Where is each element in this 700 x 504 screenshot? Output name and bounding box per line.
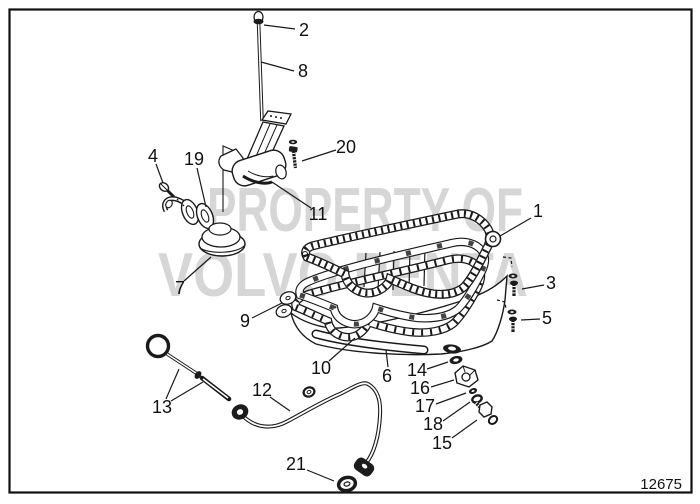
tube-bracket-hole bbox=[302, 386, 316, 398]
oil-pan-gasket bbox=[301, 209, 502, 299]
callout-12: 12 bbox=[252, 380, 272, 400]
leader-12 bbox=[269, 396, 291, 412]
leader-17 bbox=[435, 392, 467, 405]
gasket-left-hole bbox=[301, 250, 309, 258]
bolt-20 bbox=[288, 139, 298, 169]
screw-dash-connectors bbox=[496, 256, 513, 310]
callout-19: 19 bbox=[184, 149, 204, 169]
dipstick bbox=[145, 333, 232, 402]
gasket-end-curl bbox=[484, 230, 502, 248]
drain-plug-parts bbox=[449, 355, 499, 425]
callout-11: 11 bbox=[309, 204, 328, 224]
callout-9: 9 bbox=[240, 311, 250, 331]
callout-7: 7 bbox=[175, 278, 185, 298]
seal-ring-21 bbox=[336, 475, 358, 493]
leader-13 bbox=[165, 368, 180, 400]
leader-18 bbox=[442, 401, 471, 422]
lower-gasket-hatch bbox=[292, 255, 484, 341]
callout-20: 20 bbox=[336, 137, 356, 157]
rail-ear bbox=[279, 291, 297, 305]
callout-8: 8 bbox=[298, 61, 308, 81]
strainer bbox=[198, 222, 246, 257]
pump-outlet bbox=[275, 164, 287, 180]
callout-2: 2 bbox=[299, 20, 309, 40]
leader-11 bbox=[271, 181, 312, 209]
figure-number: 12675 bbox=[640, 476, 682, 493]
leader-15 bbox=[451, 419, 478, 439]
dipstick-tube bbox=[231, 381, 383, 493]
callout-13: 13 bbox=[152, 397, 172, 417]
leader-21 bbox=[306, 469, 335, 482]
leader-4 bbox=[155, 163, 164, 184]
clamp-plates bbox=[180, 198, 215, 230]
callout-10: 10 bbox=[311, 358, 331, 378]
leader-16 bbox=[430, 379, 455, 388]
oil-pump bbox=[218, 110, 292, 212]
callout-15: 15 bbox=[432, 433, 452, 453]
rail-ring bbox=[279, 237, 490, 329]
pump-driveshaft bbox=[253, 10, 264, 122]
leader-7 bbox=[183, 256, 212, 282]
leader-9 bbox=[251, 302, 283, 319]
tube-grommet bbox=[231, 404, 249, 420]
leader-5 bbox=[520, 318, 541, 321]
bolt-5 bbox=[507, 309, 517, 332]
callout-5: 5 bbox=[542, 308, 552, 328]
gasket-hatch bbox=[302, 210, 494, 298]
lower-ring-ear bbox=[275, 304, 293, 318]
lower-gasket-ring bbox=[275, 254, 486, 342]
callout-1: 1 bbox=[533, 201, 543, 221]
leader-6 bbox=[385, 349, 389, 368]
callout-14: 14 bbox=[407, 360, 427, 380]
leader-19 bbox=[196, 167, 207, 208]
rail-slots bbox=[297, 239, 488, 327]
leader-3 bbox=[521, 284, 545, 290]
callout-leaders bbox=[155, 24, 545, 482]
ring-18 bbox=[471, 394, 483, 404]
frame-border bbox=[8, 8, 693, 494]
pickup-assembly bbox=[158, 181, 246, 257]
callout-4: 4 bbox=[148, 146, 158, 166]
leader-10 bbox=[328, 337, 356, 362]
leader-13 bbox=[170, 381, 204, 402]
leader-14 bbox=[426, 361, 449, 370]
callout-17: 17 bbox=[415, 396, 435, 416]
leader-2 bbox=[263, 24, 296, 30]
callout-16: 16 bbox=[410, 378, 430, 398]
bolt-4 bbox=[158, 181, 185, 207]
plug-15 bbox=[473, 400, 499, 425]
leader-20 bbox=[301, 149, 337, 162]
callout-6: 6 bbox=[382, 366, 392, 386]
tube-elbow bbox=[353, 457, 375, 477]
callout-18: 18 bbox=[423, 414, 443, 434]
callout-21: 21 bbox=[286, 454, 306, 474]
leader-8 bbox=[260, 61, 295, 72]
leader-1 bbox=[499, 217, 532, 237]
dipstick-loop bbox=[145, 333, 171, 359]
bolt-3 bbox=[508, 273, 518, 296]
callout-3: 3 bbox=[546, 273, 556, 293]
